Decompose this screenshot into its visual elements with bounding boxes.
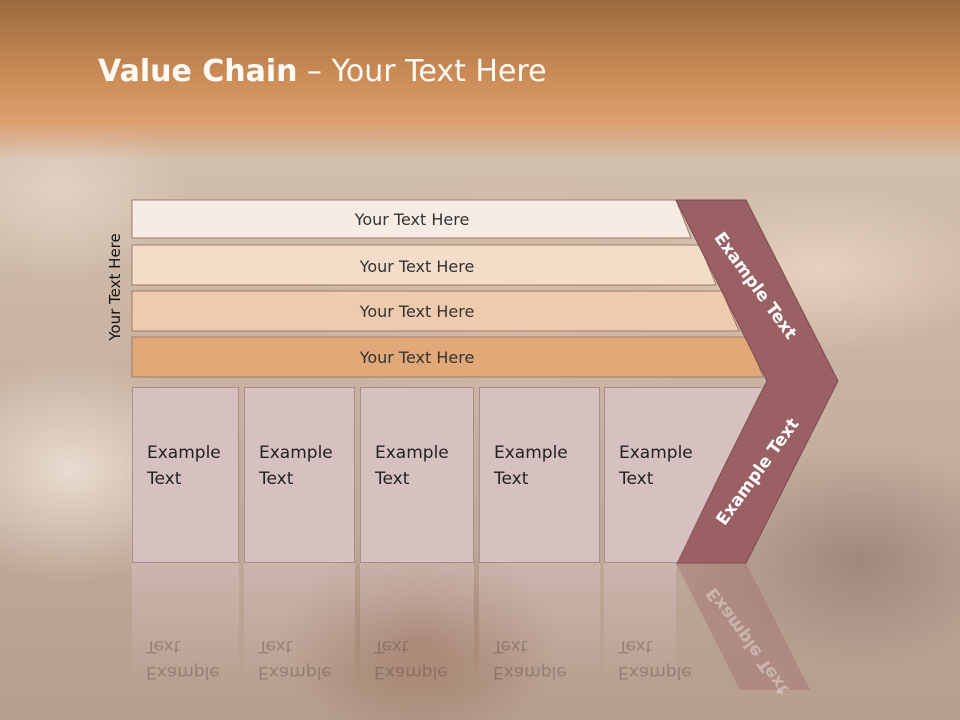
band-3-label: Your Text Here [359,301,475,321]
band-4: Your Text Here [132,338,702,376]
column-3: Example Text [360,387,474,563]
column-3-line1: Example [375,443,449,463]
column-1-line1: Example [147,443,221,463]
band-4-label: Your Text Here [359,347,475,367]
slide-title-bold: Value Chain [98,54,298,89]
band-1-label: Your Text Here [354,209,470,229]
column-2-line2: Text [259,469,294,489]
vertical-label-text: Your Text Here [106,233,124,341]
column-2: Example Text [244,387,355,563]
column-4: Example Text [479,387,600,563]
column-1: Example Text [132,387,239,563]
column-4-line2: Text [494,469,529,489]
title-bar [0,0,960,160]
column-3-line2: Text [375,469,410,489]
column-5: Example Text [604,387,762,563]
band-2: Your Text Here [132,247,702,285]
column-5-line2: Text [619,469,654,489]
slide-title: Value Chain – Your Text Here [98,54,547,89]
column-5-line1: Example [619,443,693,463]
column-1-line2: Text [147,469,182,489]
slide-title-rest: – Your Text Here [297,54,547,89]
band-2-label: Your Text Here [359,256,475,276]
band-3: Your Text Here [132,292,702,330]
column-2-line1: Example [259,443,333,463]
column-4-line1: Example [494,443,568,463]
band-1: Your Text Here [132,200,692,238]
